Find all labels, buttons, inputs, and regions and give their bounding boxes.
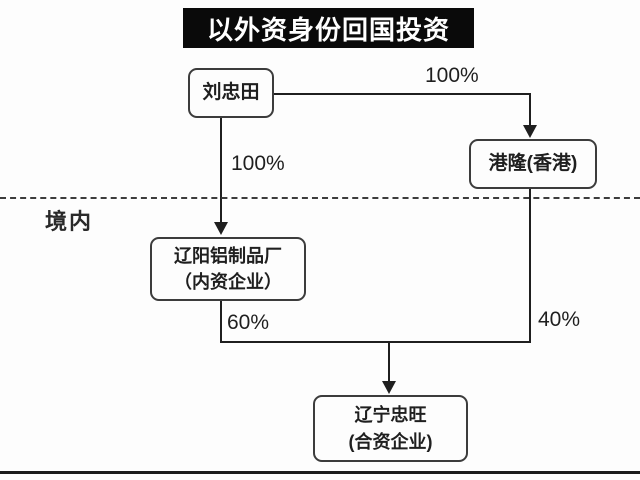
pct-label-liu-liaoyang: 100% (231, 152, 285, 175)
diagram-title: 以外资身份回国投资 (183, 8, 474, 48)
node-ganglong-hongkong: 港隆(香港) (469, 139, 597, 189)
connector-join-horizontal (220, 341, 531, 343)
node-liu-zhongtian: 刘忠田 (188, 68, 274, 118)
arrowhead-into-liaoyang-icon (214, 222, 228, 235)
region-label: 境内 (45, 209, 94, 234)
connector-ganglong-down-vertical (529, 189, 531, 343)
pct-label-liu-ganglong: 100% (425, 64, 479, 87)
node-liaoyang-line2: （内资企业） (174, 272, 282, 292)
pct-label-ganglong-zhongwang: 40% (538, 308, 581, 331)
connector-liaoyang-down-vertical (220, 301, 222, 343)
arrowhead-into-ganglong-icon (523, 125, 537, 138)
connector-liu-liaoyang-vertical (220, 118, 222, 223)
connector-into-zhongwang-vertical (388, 343, 390, 382)
node-liaoyang-factory: 辽阳铝制品厂 （内资企业） (150, 237, 306, 301)
arrowhead-into-zhongwang-icon (382, 381, 396, 394)
bottom-divider (0, 471, 640, 474)
connector-liu-ganglong-horizontal (274, 93, 531, 95)
node-ganglong-label: 港隆(香港) (488, 153, 578, 175)
domestic-boundary-dashed-line (0, 197, 640, 199)
node-liu-label: 刘忠田 (202, 82, 260, 104)
node-liaoyang-line1: 辽阳铝制品厂 (174, 245, 282, 266)
node-zhongwang-line1: 辽宁忠旺 (354, 405, 427, 426)
pct-label-liaoyang-zhongwang: 60% (227, 311, 270, 334)
node-liaoning-zhongwang: 辽宁忠旺 (合资企业) (313, 395, 468, 462)
node-zhongwang-line2: (合资企业) (348, 431, 433, 452)
connector-liu-ganglong-vertical (529, 93, 531, 126)
